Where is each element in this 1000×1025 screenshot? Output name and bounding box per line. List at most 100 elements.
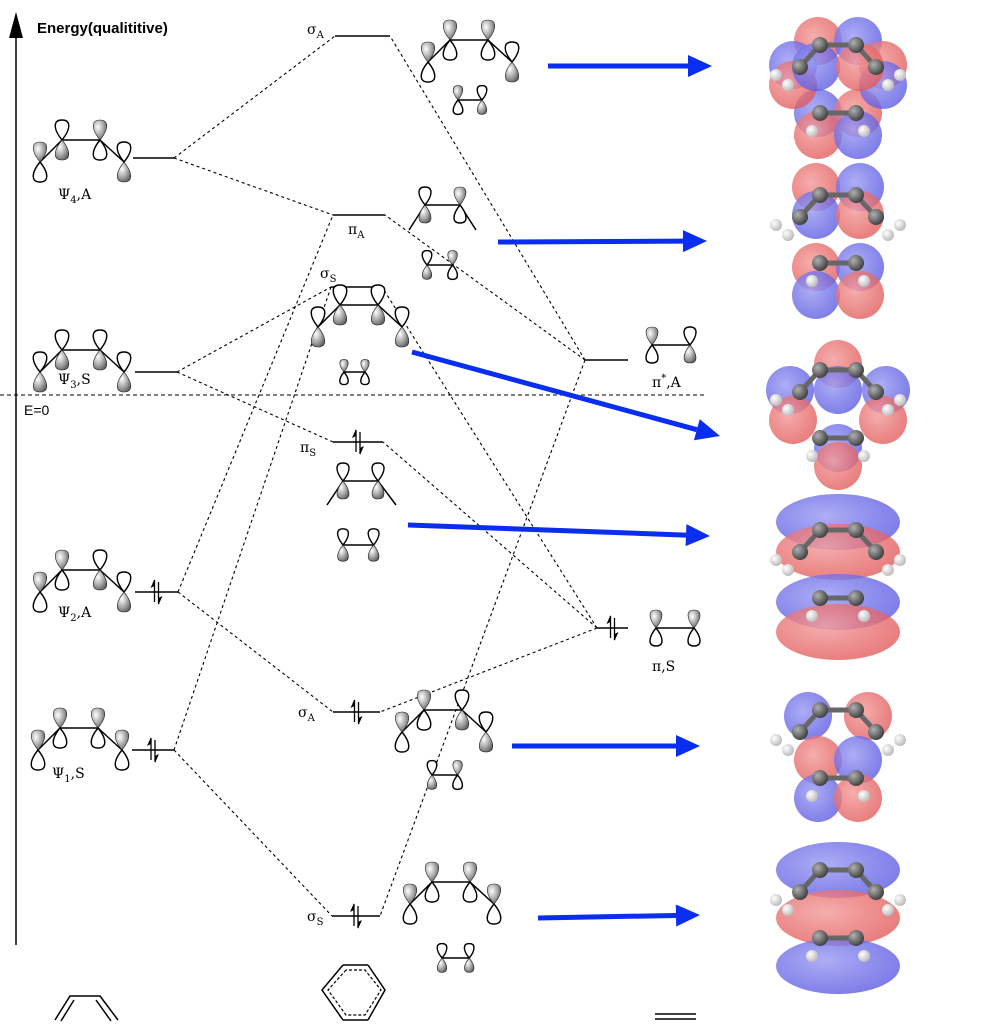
hydrogen-atom xyxy=(770,394,782,406)
p-lobe-open xyxy=(92,329,108,352)
correlation-line-psi2-sigmaA xyxy=(177,591,334,713)
hydrogen-atom xyxy=(770,554,782,566)
bond-line xyxy=(487,39,513,63)
correlation-line-psi1-sigmaS xyxy=(173,749,333,917)
p-lobe-shaded xyxy=(453,186,467,206)
energy-level-sigmaA xyxy=(333,699,380,725)
p-lobe-open xyxy=(54,119,70,142)
carbon-atom xyxy=(812,770,828,786)
energy-axis: Energy(qualititive) xyxy=(9,12,168,945)
hydrogen-atom xyxy=(782,904,794,916)
ts-piS-ene xyxy=(336,528,380,562)
p-lobe-shaded xyxy=(447,250,458,266)
p-lobe-open xyxy=(478,711,494,734)
hydrogen-atom xyxy=(858,610,870,622)
p-lobe-open xyxy=(367,528,380,547)
p-lobe-shaded xyxy=(480,19,496,41)
arrow-head-icon xyxy=(675,904,700,927)
positive-lobe xyxy=(794,736,842,784)
p-lobe-open xyxy=(310,306,326,329)
arrow-head-icon xyxy=(685,524,710,547)
hydrogen-atom xyxy=(894,554,906,566)
hydrogen-atom xyxy=(882,404,894,416)
bond-line xyxy=(97,727,123,751)
electron-pair-icon xyxy=(606,615,619,641)
correlation-line-psi1-sigmaS_star xyxy=(173,286,332,751)
arrow-head-icon xyxy=(682,230,707,253)
hydrogen-atom xyxy=(882,79,894,91)
positive-lobe xyxy=(814,442,862,490)
positive-lobe xyxy=(794,111,842,159)
ts-piA-star-diene xyxy=(408,186,477,231)
p-lobe-open xyxy=(420,60,436,83)
positive-lobe xyxy=(834,774,882,822)
hydrogen-atom xyxy=(782,229,794,241)
hydrogen-atom xyxy=(770,69,782,81)
p-lobe-open xyxy=(54,568,70,591)
p-lobe-open xyxy=(416,708,432,731)
hydrogen-atom xyxy=(882,904,894,916)
p-lobe-shaded xyxy=(337,544,349,562)
carbon-atom xyxy=(812,187,828,203)
p-lobe-shaded xyxy=(371,480,385,500)
p-lobe-shaded xyxy=(504,61,520,83)
butadiene-psi3-picture xyxy=(32,329,132,393)
p-lobe-open xyxy=(421,249,433,267)
p-lobe-open xyxy=(92,549,108,572)
carbon-atom xyxy=(812,930,828,946)
carbon-atom xyxy=(792,209,808,225)
p-lobe-shaded xyxy=(454,709,470,731)
correlation-line-psi3-sigmaS_star xyxy=(176,286,332,373)
label-sigmaS: σS xyxy=(307,909,324,928)
carbon-atom xyxy=(848,590,864,606)
label-pi-star: π*,A xyxy=(652,373,682,391)
arrow-shaft xyxy=(537,912,677,921)
positive-lobe xyxy=(836,43,884,91)
computed-orbital-sigmaA xyxy=(770,692,906,822)
hydrogen-atom xyxy=(806,790,818,802)
p-lobe-open xyxy=(54,329,70,352)
p-lobe-open xyxy=(370,284,386,307)
p-lobe-shaded xyxy=(370,304,386,326)
ethylene-structure xyxy=(655,1013,696,1020)
p-lobe-open xyxy=(116,141,132,164)
positive-lobe xyxy=(776,524,900,580)
p-lobe-open xyxy=(114,748,130,771)
p-lobe-open xyxy=(687,626,701,647)
hydrogen-atom xyxy=(806,275,818,287)
negative-lobe xyxy=(834,111,882,159)
negative-lobe xyxy=(814,366,862,414)
p-lobe-open xyxy=(645,343,659,364)
arrow-head-icon xyxy=(693,419,720,441)
bond-line xyxy=(39,349,63,373)
p-lobe-shaded xyxy=(424,861,440,883)
p-lobe-shaded xyxy=(645,326,659,346)
hydrogen-atom xyxy=(894,734,906,746)
p-lobe-open xyxy=(442,38,458,61)
carbon-atom xyxy=(792,544,808,560)
bond-line xyxy=(99,139,125,163)
ts-sigmaS-ene xyxy=(436,942,475,973)
hydrogen-atom xyxy=(806,450,818,462)
p-lobe-shaded xyxy=(418,204,432,224)
p-lobe-open xyxy=(371,462,385,483)
butadiene-psi1-picture xyxy=(30,707,130,771)
hydrogen-atom xyxy=(806,950,818,962)
carbon-atom xyxy=(792,59,808,75)
computed-orbital-sigmaS_star xyxy=(766,340,910,490)
axis-title: Energy(qualititive) xyxy=(37,20,168,37)
energy-level-psi2 xyxy=(135,579,178,605)
carbon-atom xyxy=(848,187,864,203)
p-lobe-open xyxy=(649,626,663,647)
p-lobe-shaded xyxy=(116,161,132,183)
p-lobe-open xyxy=(336,462,350,483)
p-lobe-open xyxy=(52,726,68,749)
carbon-atom xyxy=(848,37,864,53)
orbital-pictures xyxy=(30,19,701,973)
p-lobe-shaded xyxy=(442,19,458,41)
p-lobe-shaded xyxy=(687,609,701,629)
carbon-atom xyxy=(868,59,884,75)
carbon-atom xyxy=(848,770,864,786)
computed-orbital-sigmaS xyxy=(770,842,906,994)
negative-lobe xyxy=(792,191,840,239)
